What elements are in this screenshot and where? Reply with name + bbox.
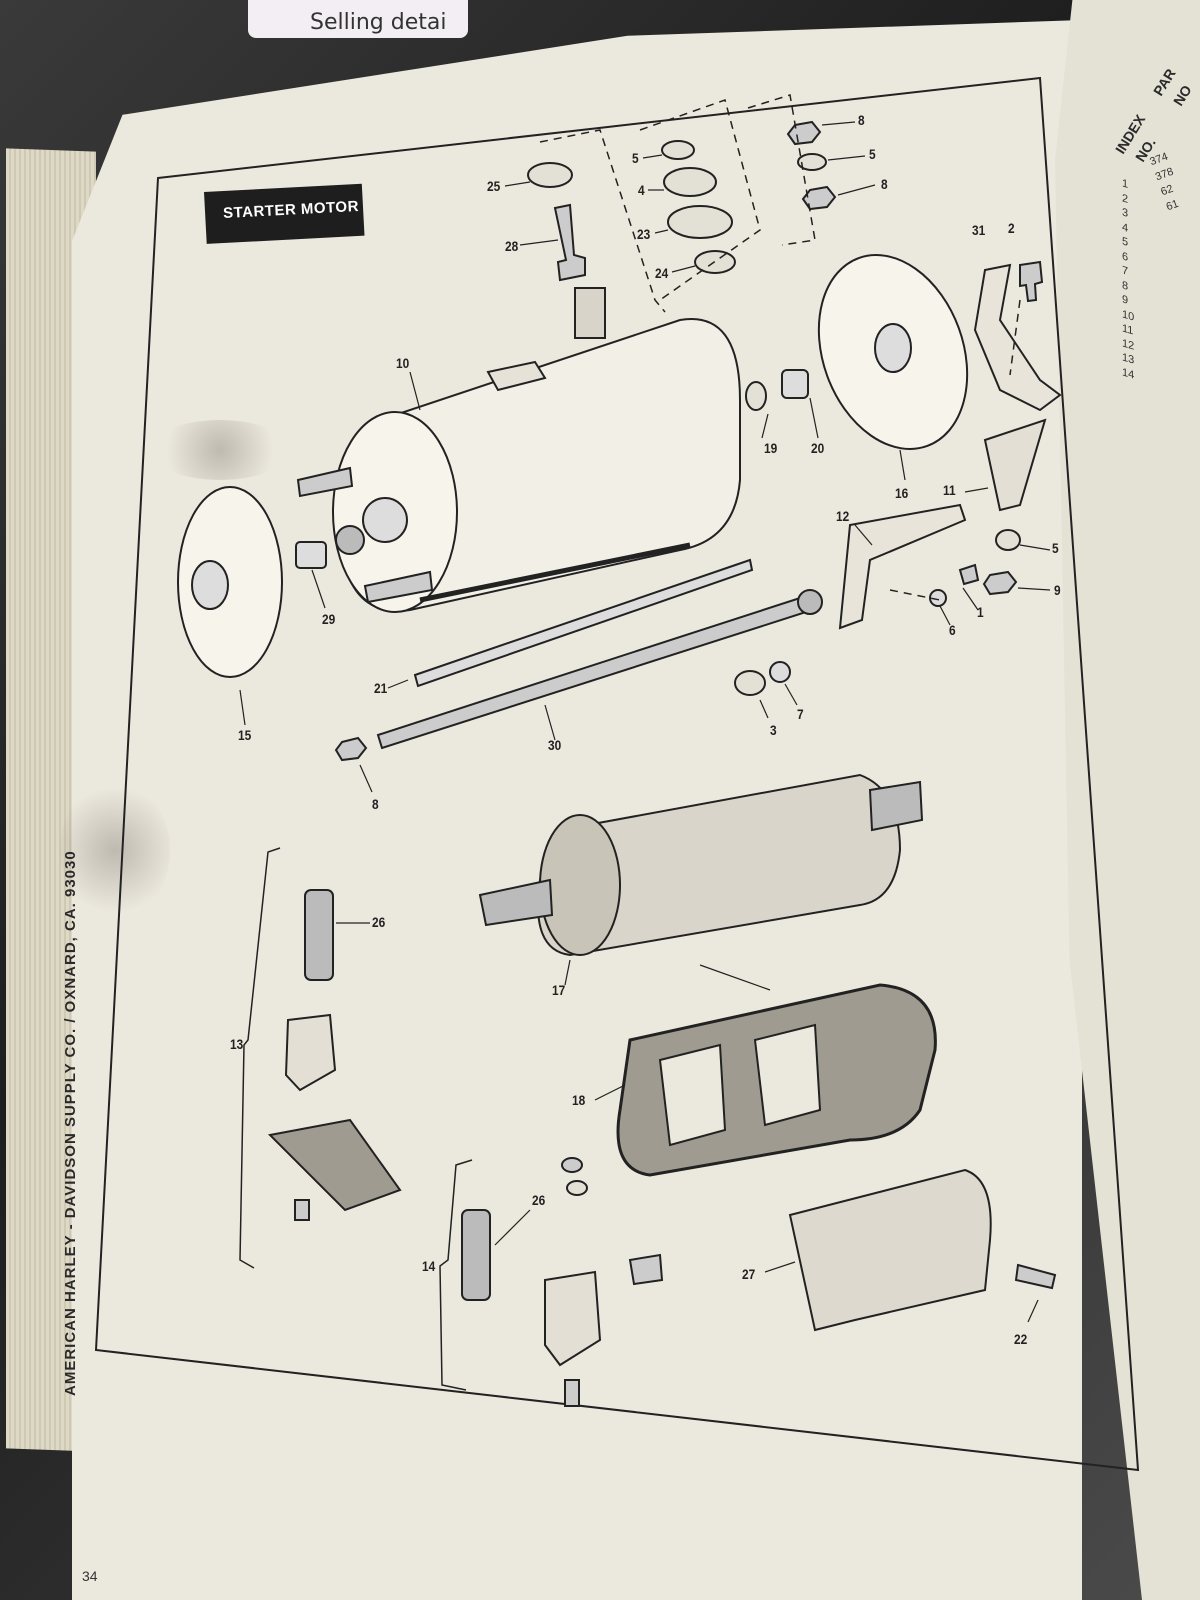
callout-label: 5 bbox=[1052, 540, 1059, 556]
nut-drawing bbox=[334, 736, 368, 762]
callout-label: 27 bbox=[742, 1266, 756, 1282]
callout-label: 6 bbox=[949, 622, 956, 638]
washer-drawing bbox=[745, 381, 767, 411]
group-dashed-lines bbox=[539, 94, 1021, 601]
bracket-drawing bbox=[838, 503, 967, 630]
callout-label: 31 bbox=[972, 222, 986, 238]
diagram-title: STARTER MOTOR bbox=[222, 197, 360, 223]
screw-drawing bbox=[1014, 1263, 1057, 1290]
callout-label: 22 bbox=[1014, 1331, 1028, 1347]
callout-label: 14 bbox=[422, 1258, 436, 1274]
callout-label: 8 bbox=[881, 176, 888, 192]
dirt-smudge bbox=[150, 420, 290, 480]
leader-lines bbox=[239, 121, 1051, 1323]
washer-drawing bbox=[667, 205, 733, 239]
callout-label: 8 bbox=[372, 796, 379, 812]
callout-label: 13 bbox=[230, 1036, 244, 1052]
callout-label: 17 bbox=[552, 982, 566, 998]
rod-drawing bbox=[413, 558, 754, 688]
bracket-drawing bbox=[973, 263, 1062, 412]
callout-label: 19 bbox=[764, 440, 778, 456]
lockwasher-drawing bbox=[769, 661, 791, 683]
screw-drawing bbox=[1019, 260, 1044, 303]
callout-label: 21 bbox=[374, 680, 388, 696]
motor-housing-drawing bbox=[296, 287, 741, 613]
brush-holder-drawing bbox=[544, 1157, 664, 1407]
field-coil-drawing bbox=[616, 983, 937, 1177]
callout-label: 5 bbox=[869, 146, 876, 162]
callout-label: 18 bbox=[572, 1092, 586, 1108]
callout-label: 12 bbox=[836, 508, 850, 524]
screen-tab-text: Selling detai bbox=[310, 10, 447, 35]
callout-label: 20 bbox=[811, 440, 825, 456]
callout-label: 4 bbox=[638, 182, 645, 198]
diagram-title-box: STARTER MOTOR bbox=[204, 183, 365, 244]
washer-drawing bbox=[797, 153, 827, 171]
callout-label: 26 bbox=[372, 914, 386, 930]
diagram-frame bbox=[94, 76, 1140, 1472]
page-number: 34 bbox=[82, 1568, 98, 1584]
brush-holder-drawing bbox=[267, 1013, 402, 1221]
thumbprint-smudge bbox=[60, 780, 170, 920]
callout-label: 5 bbox=[632, 150, 639, 166]
callout-label: 29 bbox=[322, 611, 336, 627]
publisher-margin-text: AMERICAN HARLEY - DAVIDSON SUPPLY CO. / … bbox=[62, 850, 79, 1396]
callout-label: 11 bbox=[943, 482, 956, 498]
cover-band-drawing bbox=[788, 1168, 992, 1332]
lockwasher-drawing bbox=[995, 529, 1021, 551]
nut-drawing bbox=[982, 570, 1018, 596]
end-plate-drawing bbox=[177, 486, 283, 678]
armature-drawing bbox=[478, 773, 924, 957]
screen-tab: Selling detai bbox=[248, 0, 468, 38]
callout-label: 3 bbox=[770, 722, 777, 738]
group-brackets bbox=[239, 847, 473, 1391]
washer-drawing bbox=[527, 162, 573, 188]
nut-drawing bbox=[786, 120, 822, 146]
callout-label: 2 bbox=[1008, 220, 1015, 236]
callout-label: 8 bbox=[858, 112, 865, 128]
stud-drawing bbox=[553, 203, 586, 282]
bushing-drawing bbox=[781, 369, 809, 399]
washer-drawing bbox=[694, 250, 736, 274]
spring-drawing bbox=[461, 1209, 491, 1301]
nut-drawing bbox=[801, 185, 837, 211]
washer-drawing bbox=[663, 167, 717, 197]
callout-label: 16 bbox=[895, 485, 909, 501]
commutator-end-plate-drawing bbox=[817, 254, 969, 450]
lockwasher-drawing bbox=[929, 589, 947, 607]
callout-label: 15 bbox=[238, 727, 252, 743]
bracket-drawing bbox=[983, 418, 1047, 512]
callout-label: 10 bbox=[396, 355, 410, 371]
bushing-drawing bbox=[295, 541, 327, 569]
callout-label: 26 bbox=[532, 1192, 546, 1208]
callout-label: 28 bbox=[505, 238, 519, 254]
screw-drawing bbox=[958, 563, 980, 586]
spring-drawing bbox=[304, 889, 334, 981]
callout-label: 1 bbox=[977, 604, 984, 620]
callout-label: 25 bbox=[487, 178, 501, 194]
callout-label: 30 bbox=[548, 737, 562, 753]
washer-drawing bbox=[661, 140, 695, 160]
callout-label: 24 bbox=[655, 265, 669, 281]
callout-label: 23 bbox=[637, 226, 651, 242]
callout-label: 9 bbox=[1054, 582, 1061, 598]
washer-drawing bbox=[734, 670, 766, 696]
callout-label: 7 bbox=[797, 706, 804, 722]
